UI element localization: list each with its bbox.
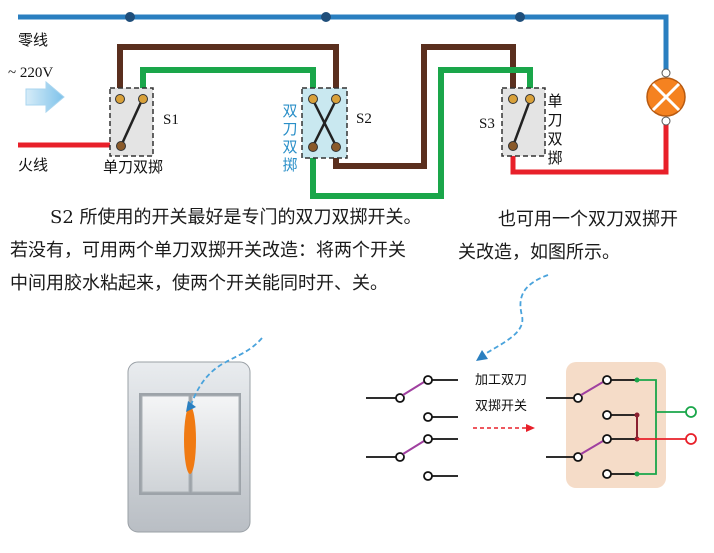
live-wire-lamp: [510, 122, 669, 175]
paragraph-left-line2: 若没有，可用两个单刀双掷开关改造：将两个开关: [10, 240, 406, 261]
label-live: 火线: [18, 156, 48, 174]
neutral-junction-dot: [321, 12, 331, 22]
svg-text:双: 双: [282, 138, 297, 156]
label-s2: S2: [356, 111, 372, 127]
paragraph-right: 也可用一个双刀双掷开 关改造，如图所示。: [458, 203, 714, 269]
label-s3: S3: [479, 116, 495, 132]
label-s3-type: 单 刀 双 掷: [547, 92, 562, 167]
neutral-junction-dot: [515, 12, 525, 22]
green-wire: [140, 67, 533, 199]
label-convert-line2: 双掷开关: [475, 399, 527, 414]
svg-text:刀: 刀: [282, 120, 297, 138]
spdt-pair-schematic: [366, 375, 458, 481]
paragraph-left: S2 所使用的开关最好是专门的双刀双掷开关。 若没有，可用两个单刀双掷开关改造：…: [10, 201, 460, 300]
paragraph-left-line3: 中间用胶水粘起来，使两个开关能同时开、关。: [10, 273, 388, 294]
switch-s3: [501, 87, 546, 157]
paragraph-right-line1: 也可用一个双刀双掷开: [498, 209, 678, 230]
label-s1: S1: [163, 112, 179, 128]
label-s2-type: 双 刀 双 掷: [282, 102, 297, 174]
svg-text:双: 双: [547, 130, 562, 148]
svg-text:掷: 掷: [282, 156, 297, 174]
label-s1-type: 单刀双掷: [103, 158, 163, 176]
paragraph-left-line1: S2 所使用的开关最好是专门的双刀双掷开关。: [50, 207, 422, 228]
svg-text:双: 双: [282, 102, 297, 120]
switch-s2: [301, 87, 348, 159]
svg-text:刀: 刀: [547, 111, 562, 129]
brown-wire: [117, 44, 516, 169]
switch-s1: [109, 87, 154, 157]
callout-line-right: [481, 274, 549, 357]
input-arrow-icon: [25, 80, 65, 114]
neutral-wire: [18, 14, 669, 72]
lamp-icon: [646, 68, 686, 126]
svg-text:单: 单: [547, 92, 562, 110]
label-neutral: 零线: [18, 31, 48, 49]
paragraph-right-line2: 关改造，如图所示。: [458, 242, 620, 263]
convert-arrowhead: [526, 424, 535, 432]
label-convert-line1: 加工双刀: [475, 373, 527, 388]
callout-arrowhead-left: [186, 401, 196, 412]
label-voltage: ~ 220V: [8, 65, 53, 81]
svg-text:掷: 掷: [547, 149, 562, 167]
neutral-junction-dot: [125, 12, 135, 22]
callout-arrowhead-right: [476, 350, 488, 361]
dpdt-converted-schematic: [546, 362, 697, 488]
switch-panel-image: [127, 361, 251, 533]
callout-line-left: [189, 337, 263, 409]
